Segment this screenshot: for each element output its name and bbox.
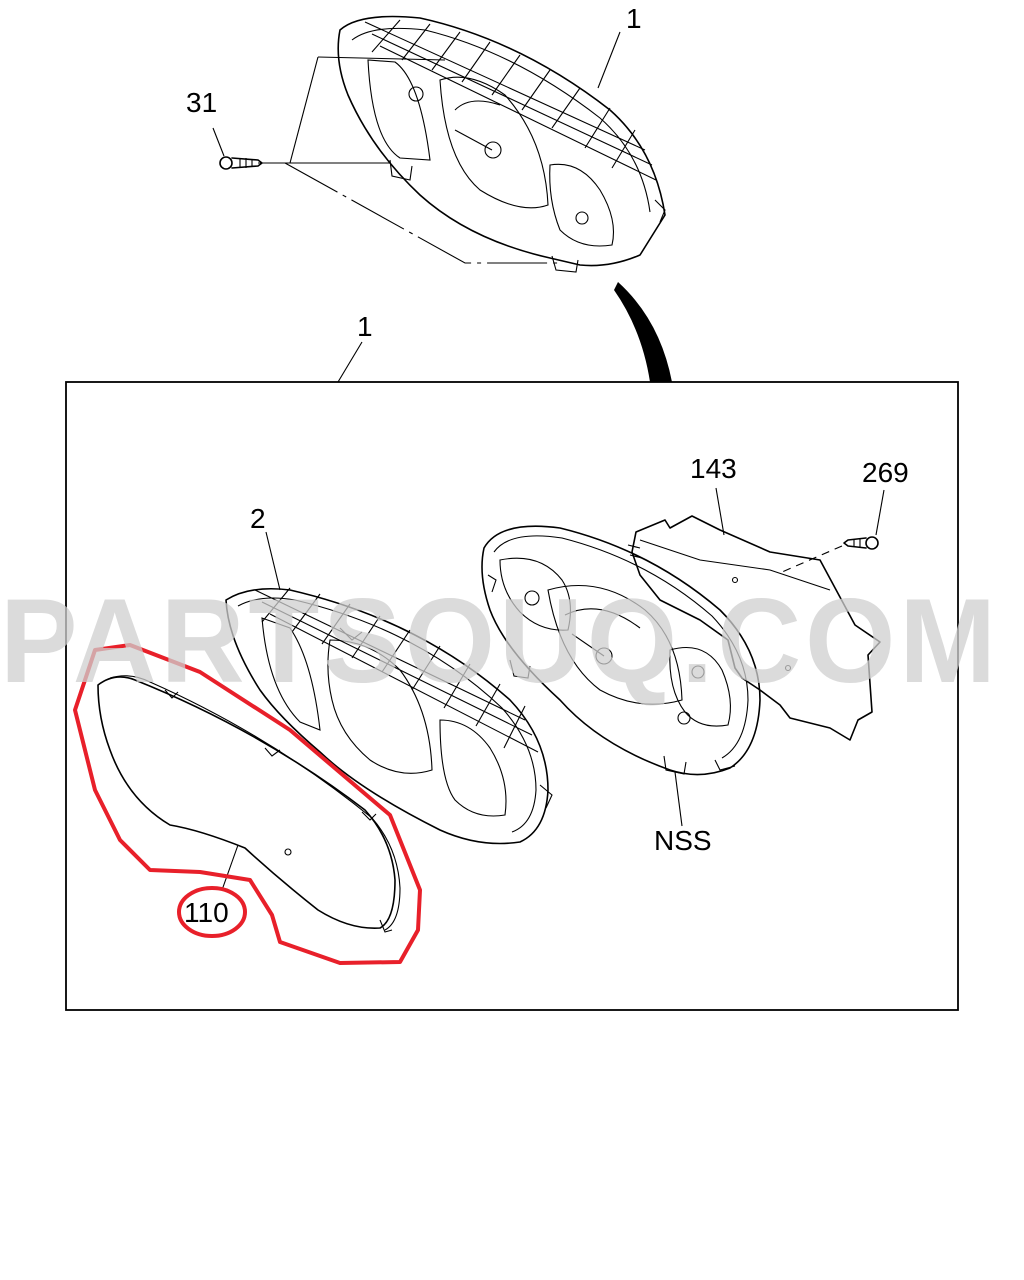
callout-1-box: 1 — [357, 311, 373, 342]
leader-143 — [715, 487, 725, 536]
highlight-outline — [73, 643, 422, 965]
instrument-cluster-assembly[interactable] — [337, 15, 666, 273]
leader-2 — [265, 531, 281, 591]
callout-143: 143 — [690, 453, 737, 484]
screw-31-icon[interactable] — [219, 156, 263, 170]
leader-269 — [875, 489, 885, 536]
leader-box-1 — [337, 341, 363, 383]
lens-part-110[interactable] — [97, 675, 401, 933]
leader-269-dashed — [781, 545, 843, 573]
screw-269-icon[interactable] — [843, 536, 879, 550]
watermark: PARTSOUQ.COM — [0, 574, 1000, 708]
exploded-view-frame — [65, 381, 959, 1011]
leader-lines-top — [212, 31, 621, 264]
direction-arrow — [614, 282, 672, 382]
callout-1-top: 1 — [626, 3, 642, 34]
bezel-part-2[interactable] — [225, 587, 553, 845]
callout-31: 31 — [186, 87, 217, 118]
callout-nss: NSS — [654, 825, 712, 856]
callout-269: 269 — [862, 457, 909, 488]
callout-2: 2 — [250, 503, 266, 534]
highlight-ellipse-110 — [177, 886, 247, 938]
leader-nss — [674, 771, 683, 827]
leader-110 — [221, 844, 239, 891]
meter-case-nss[interactable] — [481, 525, 761, 776]
callout-110: 110 — [184, 897, 229, 928]
circuit-board-143[interactable] — [627, 515, 881, 741]
